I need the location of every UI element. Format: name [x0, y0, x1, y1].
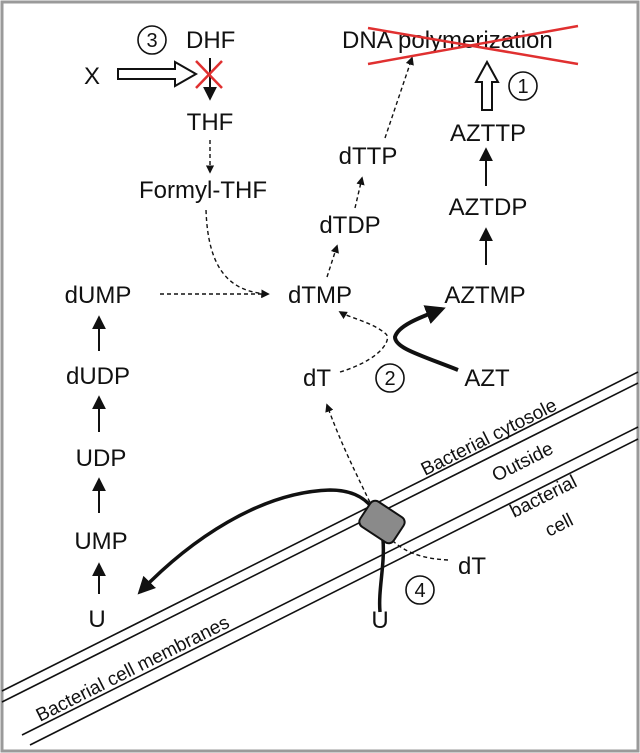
node-dTTP: dTTP [339, 143, 398, 170]
membranes-label: Bacterial cell membranes [33, 612, 233, 726]
node-dTMP: dTMP [288, 282, 352, 309]
node-U-outside: U [371, 607, 388, 634]
node-dUDP: dUDP [66, 363, 130, 390]
step-4-circle: 4 [405, 575, 435, 605]
step-1-circle: 1 [508, 71, 538, 101]
membrane-lines [1, 371, 639, 746]
outside-label-line1: Outside [489, 438, 557, 486]
step-1-number: 1 [517, 76, 528, 98]
node-U: U [88, 606, 105, 633]
step-3-number: 3 [146, 30, 157, 52]
arrow-AZT-AZTMP [392, 305, 459, 372]
node-DHF: DHF [186, 27, 235, 54]
block-arrow-AZTTP-DNA [474, 59, 500, 111]
node-dTDP: dTDP [319, 212, 380, 239]
red-x-cross-icon [195, 60, 223, 89]
block-arrow-X [117, 60, 199, 88]
step-4-number: 4 [414, 580, 425, 602]
arrow-dT-dTMP [338, 311, 389, 373]
node-AZTTP: AZTTP [450, 120, 526, 147]
node-dT-outside: dT [458, 553, 486, 580]
arrow-FormylTHF-dTMP [205, 209, 270, 298]
node-AZT: AZT [464, 365, 510, 392]
step-2-number: 2 [384, 368, 395, 390]
node-dT-inside: dT [303, 365, 331, 392]
node-AZTMP: AZTMP [444, 282, 525, 309]
dna-polymerization-crossout-icon [367, 24, 579, 66]
arrow-U-transport [137, 488, 386, 613]
node-UMP: UMP [74, 528, 127, 555]
membrane-transporter-icon [358, 499, 406, 545]
node-Formyl-THF: Formyl-THF [139, 177, 267, 204]
node-AZTDP: AZTDP [449, 194, 528, 221]
node-THF: THF [187, 109, 234, 136]
node-UDP: UDP [76, 445, 127, 472]
thymidine-arrows [326, 56, 414, 278]
outside-label-line3: cell [542, 510, 577, 542]
node-X: X [84, 63, 100, 90]
node-dUMP: dUMP [65, 282, 132, 309]
step-3-circle: 3 [137, 25, 167, 55]
step-2-circle: 2 [375, 363, 405, 393]
